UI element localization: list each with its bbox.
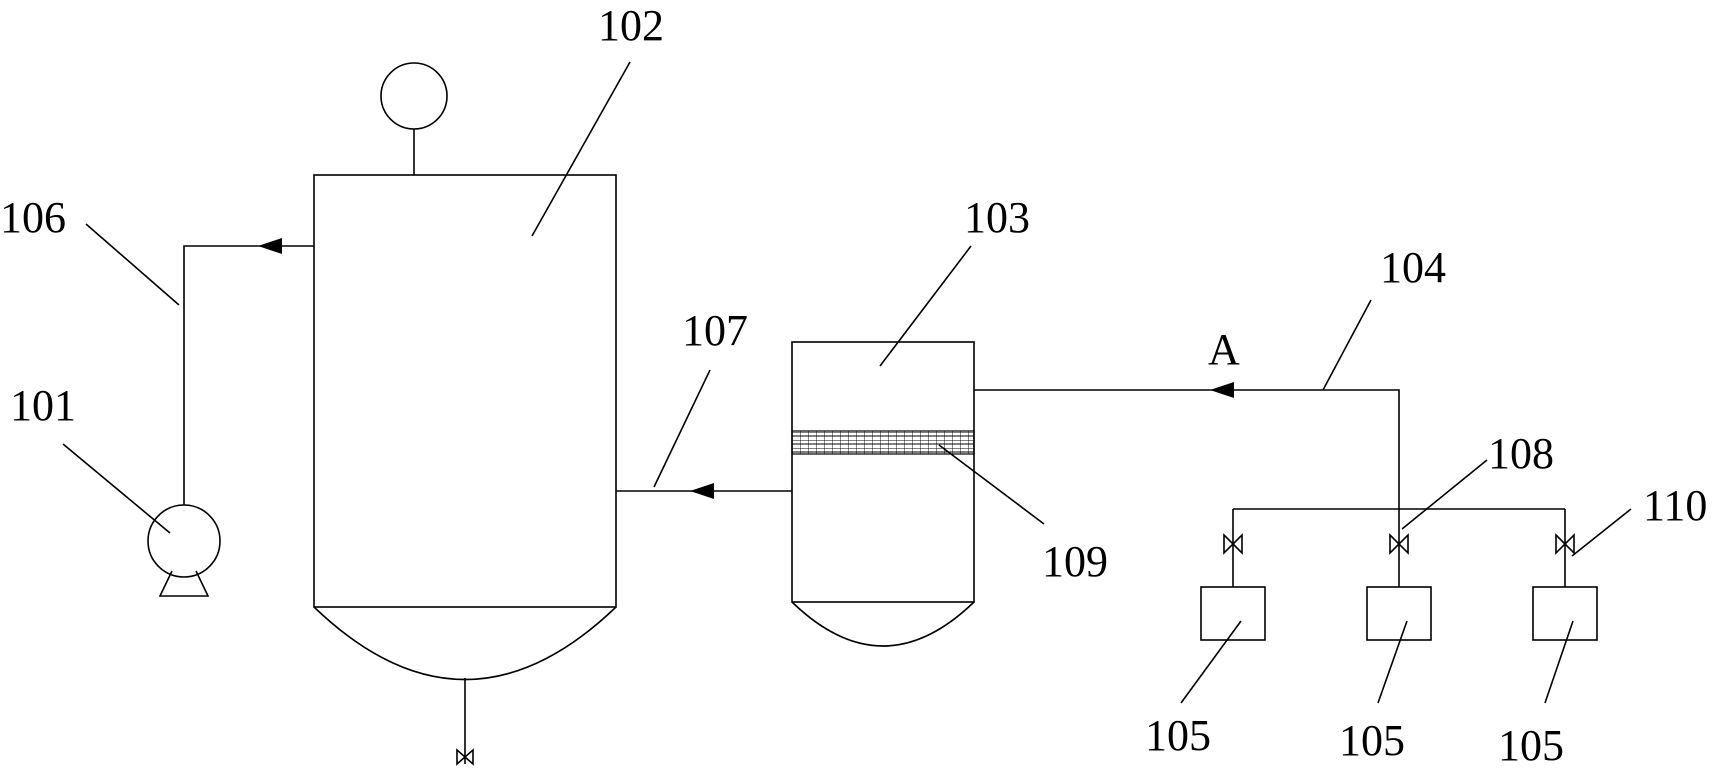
flow-arrow-106 bbox=[258, 238, 282, 254]
tank-105-left bbox=[1200, 586, 1266, 641]
label-a: A bbox=[1208, 325, 1240, 374]
return-pipe-106 bbox=[183, 238, 314, 505]
tank-105-middle bbox=[1366, 586, 1432, 641]
filter-vessel-103 bbox=[791, 341, 975, 647]
valve-108 bbox=[1389, 533, 1409, 555]
label-106: 106 bbox=[0, 193, 66, 242]
label-101: 101 bbox=[10, 381, 76, 430]
label-109: 109 bbox=[1042, 537, 1108, 586]
label-104: 104 bbox=[1380, 243, 1446, 292]
label-110: 110 bbox=[1643, 481, 1707, 530]
manifold-line bbox=[1232, 508, 1566, 587]
transfer-pipe-107 bbox=[616, 483, 792, 499]
label-108: 108 bbox=[1488, 429, 1554, 478]
flow-arrow-a bbox=[1210, 382, 1234, 398]
label-102: 102 bbox=[598, 1, 664, 50]
label-105-middle: 105 bbox=[1339, 716, 1405, 765]
gauge-instrument bbox=[380, 62, 448, 175]
label-103: 103 bbox=[964, 193, 1030, 242]
flow-arrow-107 bbox=[690, 483, 714, 499]
leader-lines bbox=[62, 61, 1632, 704]
valve-left bbox=[1223, 533, 1243, 555]
drain-valve bbox=[456, 748, 474, 766]
label-107: 107 bbox=[682, 306, 748, 355]
tank-105-right bbox=[1532, 586, 1598, 641]
label-105-right: 105 bbox=[1498, 721, 1564, 770]
valve-110 bbox=[1555, 533, 1575, 555]
feed-line-104 bbox=[974, 382, 1400, 509]
pump-101 bbox=[147, 504, 221, 597]
label-105-left: 105 bbox=[1145, 711, 1211, 760]
reactor-102 bbox=[313, 174, 617, 766]
